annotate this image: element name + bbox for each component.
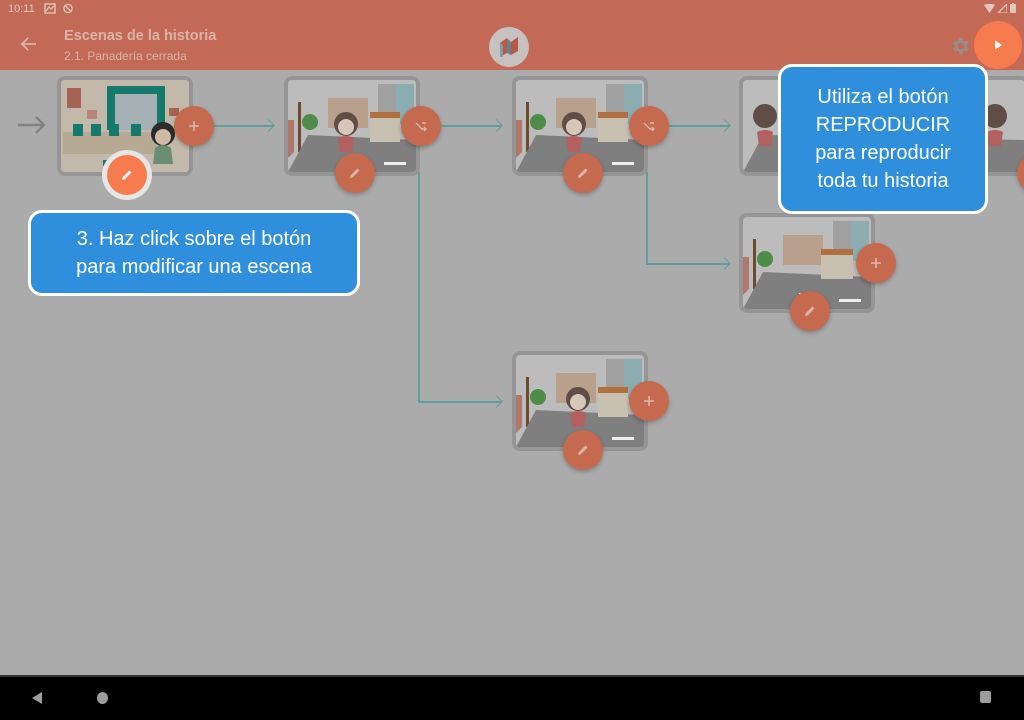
shuffle-icon bbox=[643, 122, 655, 132]
battery-icon bbox=[1010, 3, 1016, 13]
connector-line bbox=[214, 125, 274, 127]
status-right bbox=[984, 3, 1016, 13]
edit-scene-button-highlighted[interactable] bbox=[107, 155, 147, 195]
branch-scene-button[interactable] bbox=[629, 106, 669, 146]
wifi-icon bbox=[984, 3, 995, 13]
edit-scene-button[interactable] bbox=[563, 153, 603, 193]
logo-icon bbox=[500, 37, 518, 57]
add-scene-button[interactable] bbox=[1017, 153, 1024, 193]
page-title: Escenas de la historia bbox=[64, 28, 217, 44]
connector-arrowhead bbox=[718, 119, 731, 132]
add-scene-button[interactable] bbox=[174, 106, 214, 146]
connector-line bbox=[646, 263, 730, 265]
pencil-icon bbox=[350, 168, 360, 178]
connector-arrowhead bbox=[490, 395, 503, 408]
tooltip-edit-scene: 3. Haz click sobre el botón para modific… bbox=[28, 210, 360, 296]
tooltip-line: REPRODUCIR bbox=[815, 114, 951, 136]
app-logo bbox=[489, 27, 529, 67]
sync-disabled-icon bbox=[63, 3, 73, 14]
page-subtitle: 2.1. Panadería cerrada bbox=[64, 49, 187, 63]
nav-recents-icon[interactable] bbox=[980, 691, 991, 703]
pencil-icon bbox=[805, 306, 815, 316]
shuffle-icon bbox=[415, 122, 427, 132]
branch-scene-button[interactable] bbox=[401, 106, 441, 146]
plus-icon bbox=[871, 258, 881, 268]
signal-icon bbox=[998, 3, 1007, 13]
connector-line bbox=[646, 172, 648, 264]
scene-thumbnail-street-angry bbox=[516, 355, 644, 447]
pencil-icon bbox=[578, 168, 588, 178]
status-time: 10:11 bbox=[8, 3, 35, 15]
pencil-icon bbox=[122, 170, 132, 180]
connector-line bbox=[418, 401, 502, 403]
tooltip-play-story: Utiliza el botón REPRODUCIR para reprodu… bbox=[778, 64, 988, 214]
back-button[interactable] bbox=[18, 33, 40, 55]
connector-arrowhead bbox=[718, 257, 731, 270]
start-arrow-icon bbox=[18, 116, 46, 134]
system-nav-bar bbox=[0, 675, 1024, 720]
pencil-icon bbox=[578, 445, 588, 455]
play-icon bbox=[995, 40, 1002, 50]
edit-scene-button[interactable] bbox=[335, 153, 375, 193]
tooltip-line: 3. Haz click sobre el botón bbox=[76, 228, 312, 250]
plus-icon bbox=[644, 396, 654, 406]
play-story-button[interactable] bbox=[974, 21, 1022, 69]
tooltip-line: Utiliza el botón bbox=[817, 86, 949, 108]
street-illustration bbox=[516, 355, 644, 447]
connector-line bbox=[668, 125, 730, 127]
connector-arrowhead bbox=[262, 119, 275, 132]
add-scene-button[interactable] bbox=[629, 381, 669, 421]
plus-icon bbox=[189, 121, 199, 131]
connector-arrowhead bbox=[490, 119, 503, 132]
tooltip-line: para modificar una escena bbox=[76, 256, 312, 278]
edit-scene-button[interactable] bbox=[563, 430, 603, 470]
nav-home-icon[interactable] bbox=[97, 692, 108, 704]
connector-line bbox=[418, 172, 420, 402]
gallery-icon bbox=[44, 3, 56, 14]
connector-line bbox=[441, 125, 501, 127]
add-scene-button[interactable] bbox=[856, 243, 896, 283]
app-bar: 10:11 Escenas de la historia 2.1. Panade… bbox=[0, 0, 1024, 70]
edit-scene-button[interactable] bbox=[790, 291, 830, 331]
tooltip-line: para reproducir bbox=[815, 142, 951, 164]
tooltip-line: toda tu historia bbox=[817, 170, 949, 192]
settings-button[interactable] bbox=[949, 35, 971, 57]
nav-back-icon[interactable] bbox=[32, 692, 42, 704]
